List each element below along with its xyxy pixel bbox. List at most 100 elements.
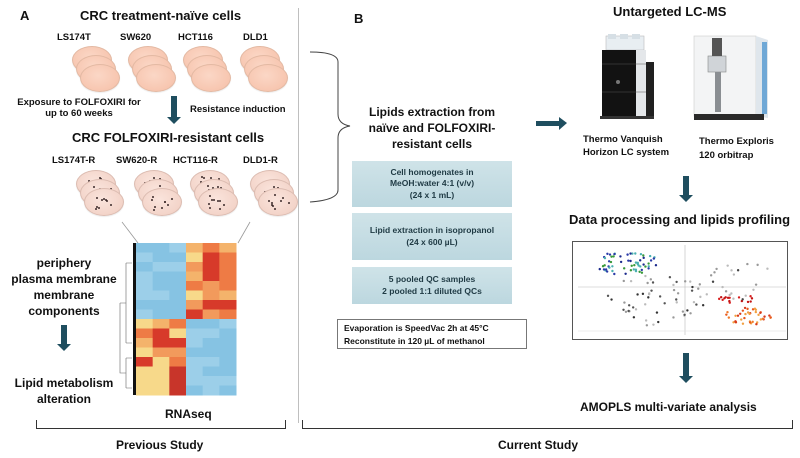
scatter-point xyxy=(631,306,635,309)
heatmap-cell xyxy=(202,290,220,301)
heatmap-cell xyxy=(152,281,170,291)
cell-dot xyxy=(218,200,221,203)
cell-dot xyxy=(166,204,169,207)
scatter-point xyxy=(647,262,650,265)
scatter-point xyxy=(649,278,653,281)
heatmap-cell xyxy=(169,290,187,301)
petri-dish-icon xyxy=(198,188,238,216)
heatmap-cell xyxy=(169,300,187,310)
heatmap-cell xyxy=(136,347,154,358)
scatter-point xyxy=(717,297,721,301)
scatter-point xyxy=(604,268,608,271)
heatmap-cell xyxy=(136,271,154,282)
scatter-point xyxy=(755,323,758,326)
scatter-point xyxy=(691,285,694,289)
heatmap-cell xyxy=(152,290,170,301)
heatmap-cell xyxy=(136,290,154,301)
scatter-point xyxy=(638,259,642,262)
scatter-point xyxy=(629,269,633,272)
funnel-line-left xyxy=(121,221,139,244)
scatter-point xyxy=(675,298,678,301)
current-study-bracket xyxy=(302,420,793,429)
heatmap-cell xyxy=(152,338,170,348)
heatmap-cell xyxy=(169,309,187,320)
heatmap-cell xyxy=(186,376,204,386)
scatter-point xyxy=(736,269,740,272)
scatter-point xyxy=(692,300,696,304)
scatter-point xyxy=(715,267,718,271)
cell-line-label: DLD1 xyxy=(243,32,268,43)
cell-dot xyxy=(103,197,106,200)
cell-dot xyxy=(161,207,164,210)
heatmap-label: RNAseq xyxy=(165,407,212,421)
heatmap-cell xyxy=(169,271,187,282)
current-study-label: Current Study xyxy=(498,438,579,452)
heatmap-cell xyxy=(186,338,204,348)
scatter-point xyxy=(721,298,724,302)
scatter-point xyxy=(642,254,645,257)
scatter-point xyxy=(606,294,610,298)
scatter-point xyxy=(727,316,731,319)
go-terms: periphery plasma membrane membrane compo… xyxy=(4,255,124,319)
scatter-point xyxy=(746,300,750,304)
cell-dot xyxy=(209,176,212,179)
cell-dot xyxy=(99,177,102,180)
cell-line-label: DLD1-R xyxy=(243,155,278,166)
scatter-point xyxy=(641,292,645,296)
heatmap-cell xyxy=(169,319,187,329)
scatter-point xyxy=(655,311,659,314)
cell-dot xyxy=(222,203,225,206)
scatter-point xyxy=(647,292,651,295)
cell-dot xyxy=(152,177,155,180)
scatter-point xyxy=(728,299,731,303)
scatter-point xyxy=(647,265,650,268)
resistant-cells-title: CRC FOLFOXIRI-resistant cells xyxy=(72,130,265,145)
cell-dot xyxy=(206,185,209,187)
heatmap-cell xyxy=(219,271,237,282)
heatmap-cell xyxy=(169,328,187,339)
scatter-point xyxy=(639,252,643,256)
note-line: Reconstitute in 120 µL of methanol xyxy=(344,336,485,346)
scatter-point xyxy=(608,253,612,256)
heatmap-cell xyxy=(136,300,154,310)
heatmap-cell xyxy=(219,328,237,339)
scatter-point xyxy=(672,316,675,319)
heatmap-cell xyxy=(136,338,154,348)
rnaseq-heatmap xyxy=(119,243,237,396)
scatter-point xyxy=(630,264,633,267)
go-term: plasma membrane xyxy=(11,272,117,286)
scatter-point xyxy=(761,317,764,320)
scatter-point xyxy=(683,280,687,283)
down-arrow-icon xyxy=(679,176,693,202)
cell-line-label: SW620-R xyxy=(116,155,158,166)
scatter-point xyxy=(663,302,666,305)
exposure-line-2: up to 60 weeks xyxy=(45,108,113,119)
heatmap-cell xyxy=(136,357,154,367)
scatter-point xyxy=(632,268,636,271)
scatter-point xyxy=(726,264,729,267)
scatter-point xyxy=(619,260,623,264)
heatmap-cell xyxy=(152,328,170,339)
instrument-label: Horizon LC system xyxy=(583,147,670,158)
note-line: Evaporation is SpeedVac 2h at 45°C xyxy=(344,323,489,333)
scatter-point xyxy=(756,263,759,267)
heatmap-cell xyxy=(202,366,220,377)
scatter-point xyxy=(746,307,749,311)
heatmap-cell xyxy=(186,347,204,358)
step-text: (24 x 600 µL) xyxy=(406,236,458,247)
scatter-point xyxy=(658,295,662,298)
cell-line-label: HCT116 xyxy=(178,32,213,43)
scatter-point xyxy=(739,312,742,315)
scatter-point xyxy=(732,321,735,324)
funnel-lines xyxy=(121,221,251,244)
heatmap-cell xyxy=(186,262,204,272)
heatmap-cell xyxy=(219,300,237,310)
scatter-point xyxy=(644,319,648,322)
scatter-point xyxy=(746,311,750,314)
scatter-point xyxy=(750,297,754,300)
petri-dish-icon xyxy=(80,64,120,92)
heatmap-cell xyxy=(202,252,220,263)
mass-spectrometer-icon xyxy=(693,35,768,120)
heatmap-cell xyxy=(136,376,154,386)
previous-study-label: Previous Study xyxy=(116,438,204,452)
